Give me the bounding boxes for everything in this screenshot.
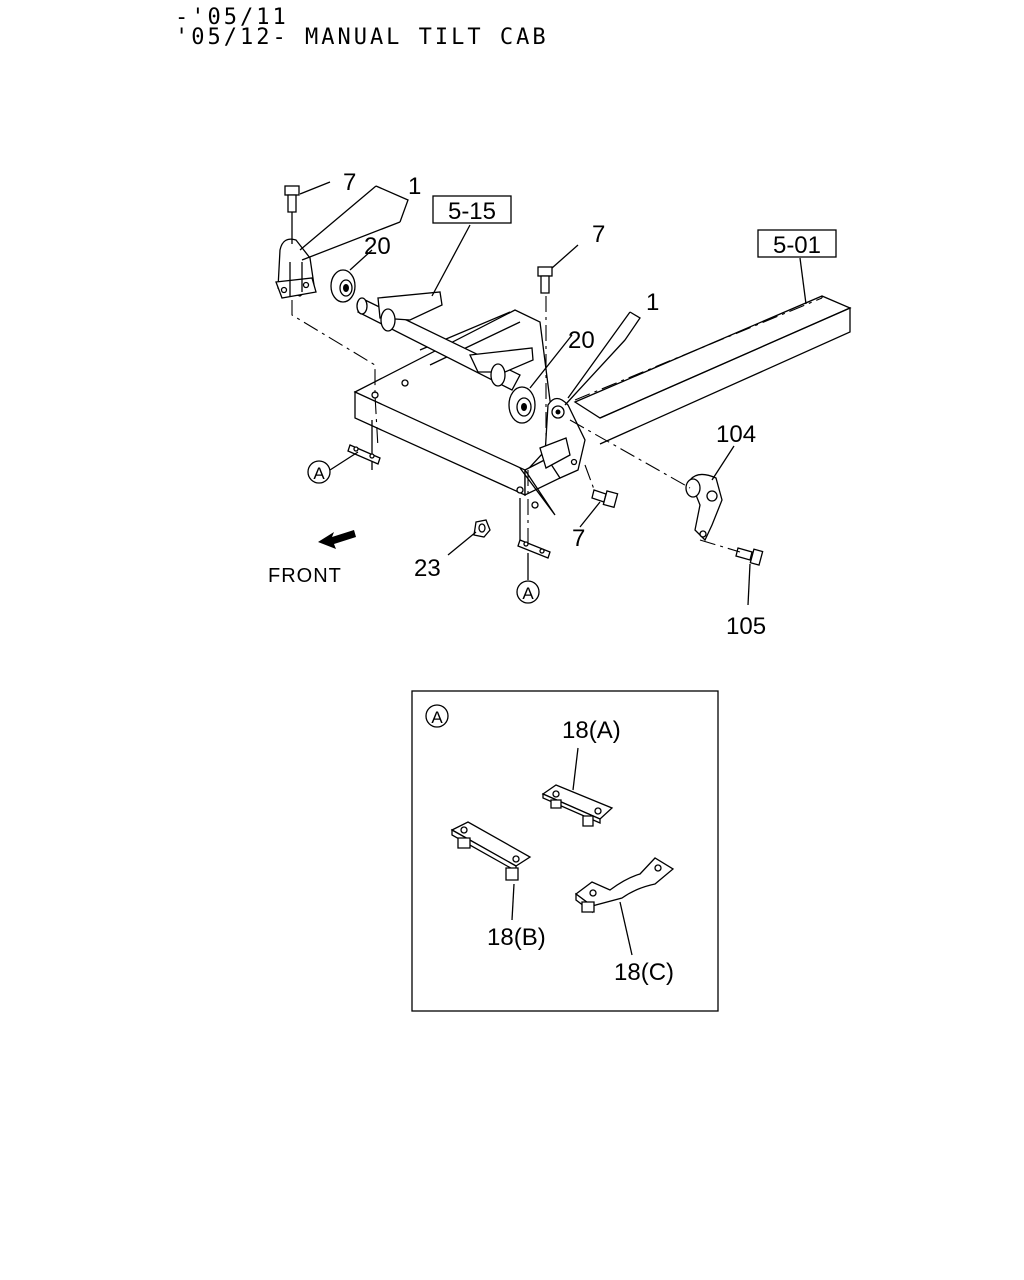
marker-a-right[interactable]: A bbox=[516, 580, 540, 604]
bushing-20-right bbox=[508, 386, 536, 424]
label-18c: 18(C) bbox=[614, 959, 674, 986]
marker-a-right-label: A bbox=[522, 584, 534, 603]
ref-box-5-01[interactable]: 5-01 bbox=[757, 229, 837, 259]
label-mount-1-right: 1 bbox=[646, 289, 659, 316]
detail-a-marker: A bbox=[431, 708, 443, 727]
bolt-7-top-left bbox=[284, 185, 300, 244]
bushing-20-left bbox=[330, 269, 356, 303]
ref-box-5-15[interactable]: 5-15 bbox=[432, 195, 512, 225]
label-bracket-104: 104 bbox=[716, 421, 756, 448]
nut-23 bbox=[473, 519, 491, 538]
torsion-shaft bbox=[356, 291, 534, 391]
bolt-7-top-mid bbox=[537, 266, 553, 294]
leader-18b bbox=[511, 883, 515, 921]
label-18b: 18(B) bbox=[487, 924, 546, 951]
plate-18a bbox=[541, 784, 614, 827]
leader-18a bbox=[572, 747, 579, 791]
leader-18c bbox=[619, 901, 633, 956]
bolt-7-lower bbox=[591, 489, 619, 509]
label-nut-23: 23 bbox=[414, 555, 441, 582]
bracket-104 bbox=[685, 473, 723, 542]
label-bushing-20-left: 20 bbox=[364, 233, 391, 260]
marker-a-left-label: A bbox=[313, 464, 325, 483]
plate-18b bbox=[450, 821, 532, 881]
label-mount-1-left: 1 bbox=[408, 173, 421, 200]
label-bolt-7-lower: 7 bbox=[572, 525, 585, 552]
front-label: FRONT bbox=[268, 565, 342, 587]
leader-lines bbox=[299, 181, 807, 606]
bolt-105 bbox=[735, 547, 764, 566]
plate-a-left bbox=[347, 444, 381, 465]
cab-mount-left bbox=[275, 238, 317, 299]
ref-label-5-01: 5-01 bbox=[773, 232, 821, 259]
header-line-1: -'05/11 bbox=[175, 5, 289, 30]
ref-label-5-15: 5-15 bbox=[448, 198, 496, 225]
label-bolt-7-top-left: 7 bbox=[343, 169, 356, 196]
cab-mount-right bbox=[539, 397, 586, 479]
label-bushing-20-right: 20 bbox=[568, 327, 595, 354]
plate-a-right bbox=[517, 539, 551, 559]
detail-a-panel: A bbox=[411, 690, 719, 1012]
label-18a: 18(A) bbox=[562, 717, 621, 744]
header-line-2: '05/12- MANUAL TILT CAB bbox=[175, 25, 549, 50]
marker-a-left[interactable]: A bbox=[307, 460, 331, 484]
label-bolt-105: 105 bbox=[726, 613, 766, 640]
label-bolt-7-top-mid: 7 bbox=[592, 221, 605, 248]
front-arrow-icon bbox=[318, 530, 356, 549]
frame-rail bbox=[573, 295, 852, 445]
plate-18c bbox=[574, 857, 675, 914]
